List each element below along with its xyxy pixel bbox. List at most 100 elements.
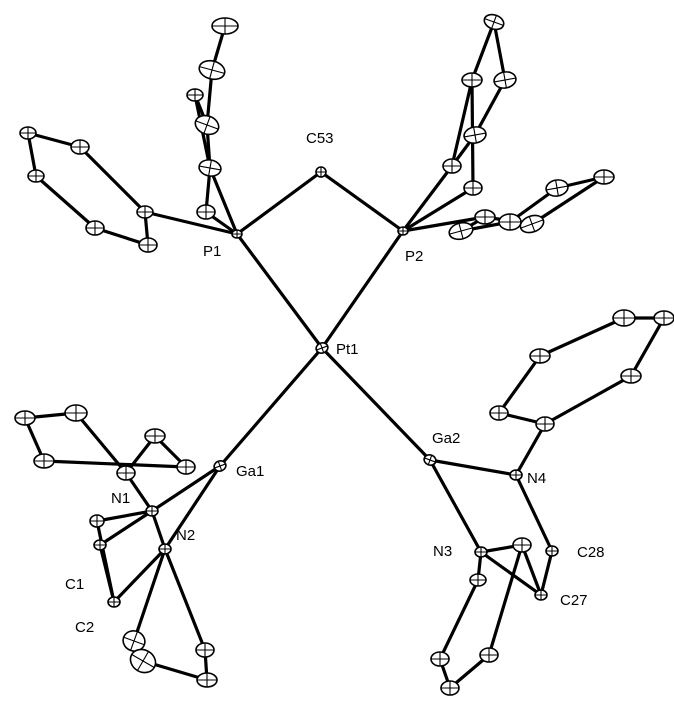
ellipsoid-principal-axes — [316, 167, 326, 177]
bond-h2-n2 — [163, 547, 207, 652]
bond-p1-b2 — [208, 166, 239, 236]
ellipsoid-principal-axes — [536, 417, 554, 431]
atom-c2 — [107, 596, 121, 608]
ellipsoid-principal-axes — [86, 221, 104, 235]
bond-ga1-n1 — [150, 464, 222, 513]
atom-d1 — [474, 209, 496, 225]
atom-f1 — [469, 573, 487, 587]
bond-pt1-ga2 — [320, 346, 432, 462]
ellipsoid-principal-axes — [123, 631, 145, 651]
atom-c4 — [493, 71, 517, 89]
atom-h1 — [122, 630, 146, 652]
bond-pt1-ga1 — [218, 346, 324, 468]
ellipsoid-principal-axes — [34, 454, 54, 468]
atom-g1 — [116, 465, 136, 481]
ellipsoid-principal-axes — [139, 238, 157, 252]
bond-ga2-n4 — [428, 458, 518, 477]
bond-f2-c27 — [520, 543, 543, 597]
ellipsoid-principal-axes — [510, 470, 522, 480]
ellipsoid-principal-axes — [28, 170, 44, 182]
bond-a6-a1 — [78, 145, 147, 214]
atom-c1 — [442, 158, 462, 174]
ellipsoid-principal-axes — [613, 310, 635, 326]
ellipsoid-principal-axes — [470, 574, 486, 586]
bond-c27-n3 — [479, 550, 543, 597]
atom-c3 — [463, 126, 487, 144]
bond-ga1-n2 — [163, 464, 222, 551]
bond-f3-f2 — [487, 543, 524, 657]
ellipsoid-principal-axes — [441, 681, 459, 695]
label-c27: C27 — [560, 592, 588, 609]
ellipsoid-principal-axes — [94, 540, 106, 550]
ellipsoid-principal-axes — [65, 405, 87, 421]
ellipsoid-principal-axes — [15, 411, 35, 425]
bond-d5-d6 — [530, 175, 606, 226]
bond-n4-e1 — [514, 422, 547, 477]
ellipsoid-principal-axes — [131, 651, 155, 671]
ellipsoid-principal-axes — [484, 15, 504, 29]
atom-h3 — [196, 672, 218, 688]
atom-f4 — [430, 651, 450, 667]
atom-b2 — [198, 159, 222, 177]
atom-c27 — [534, 589, 548, 601]
ellipsoid-principal-axes — [464, 127, 486, 143]
atom-h5 — [89, 514, 105, 528]
ellipsoid-principal-axes — [546, 180, 568, 196]
bond-f1-f4 — [438, 578, 480, 661]
ellipsoid-principal-axes — [187, 89, 203, 101]
bond-ga2-n3 — [428, 458, 483, 554]
atom-n3 — [474, 546, 488, 558]
bond-pt1-p2 — [320, 229, 405, 350]
atom-n1 — [145, 505, 159, 517]
ellipsoid-principal-axes — [195, 116, 219, 134]
bond-p1-a1 — [143, 210, 239, 236]
ellipsoid-principal-axes — [499, 214, 521, 230]
ellipsoid-principal-axes — [197, 673, 217, 687]
bond-c4-c5 — [492, 20, 507, 82]
bond-e2-e3 — [497, 354, 542, 415]
atom-h4 — [129, 648, 157, 674]
bond-c3-c4 — [473, 78, 507, 137]
ellipsoid-principal-axes — [177, 460, 195, 474]
label-p2: P2 — [405, 248, 423, 265]
bond-c2-p2 — [401, 186, 475, 233]
atom-n2 — [158, 543, 172, 555]
bond-a3-a4 — [34, 174, 97, 230]
label-c53: C53 — [306, 130, 334, 147]
label-ga1: Ga1 — [236, 463, 264, 480]
ellipsoid-principal-axes — [449, 223, 473, 239]
atom-ga1 — [213, 460, 227, 472]
bond-e5-e6 — [629, 316, 666, 378]
ellipsoid-principal-axes — [490, 406, 508, 420]
atom-d2 — [448, 221, 474, 241]
atom-layer — [14, 13, 674, 696]
atom-f5 — [440, 680, 460, 696]
atom-d5 — [593, 169, 615, 185]
bond-p2-c1 — [401, 164, 454, 233]
ellipsoid-principal-axes — [146, 506, 158, 516]
bond-n1-n2 — [150, 509, 167, 551]
label-n3: N3 — [433, 543, 452, 560]
atom-a3 — [85, 220, 105, 236]
atom-e5 — [653, 310, 674, 326]
ellipsoid-principal-axes — [316, 343, 328, 353]
atom-g5 — [176, 459, 196, 475]
atom-b6 — [186, 88, 204, 102]
ellipsoid-principal-axes — [212, 18, 238, 34]
bond-c1-c6 — [450, 78, 474, 168]
bond-c28-c27 — [539, 549, 554, 597]
ellipsoid-principal-axes — [90, 515, 104, 527]
atom-c53 — [315, 166, 327, 178]
label-n2: N2 — [176, 527, 195, 544]
atom-n4 — [509, 469, 523, 481]
label-ga2: Ga2 — [432, 430, 460, 447]
ellipsoid-principal-axes — [513, 538, 531, 552]
atom-h2 — [195, 642, 215, 658]
ellipsoid-principal-axes — [480, 648, 498, 662]
ellipsoid-principal-axes — [196, 643, 214, 657]
ellipsoid-principal-axes — [621, 369, 641, 383]
bond-g4-g5 — [42, 459, 188, 469]
ellipsoid-principal-axes — [199, 61, 225, 79]
ellipsoid-principal-axes — [443, 159, 461, 173]
